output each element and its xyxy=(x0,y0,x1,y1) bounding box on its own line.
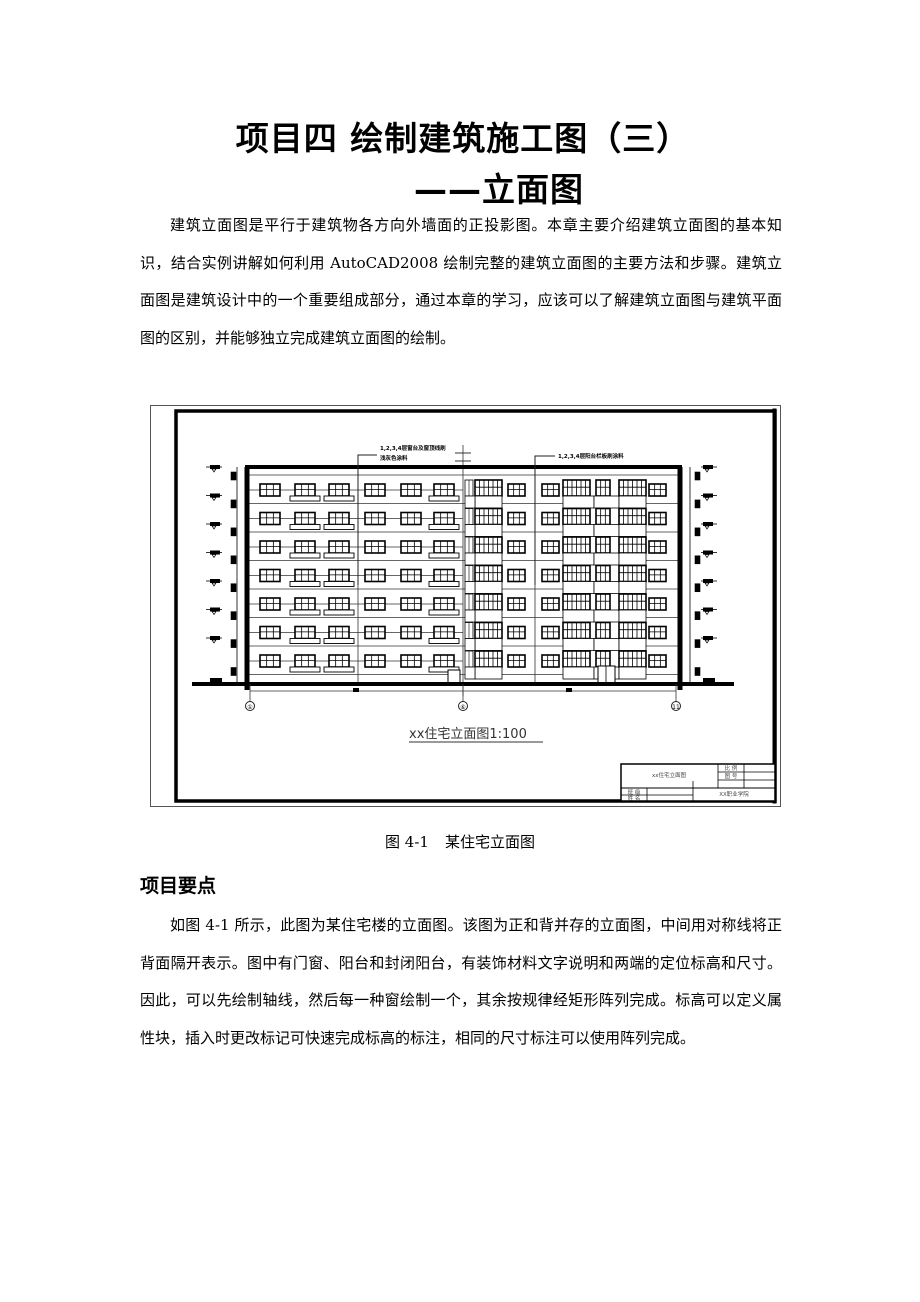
svg-text:图 号: 图 号 xyxy=(725,772,738,780)
intro-paragraph: 建筑立面图是平行于建筑物各方向外墙面的正投影图。本章主要介绍建筑立面图的基本知识… xyxy=(140,207,782,357)
svg-text:1,2,3,4层阳台栏板刷涂料: 1,2,3,4层阳台栏板刷涂料 xyxy=(558,452,624,460)
svg-text:班 级: 班 级 xyxy=(628,788,641,796)
figure-caption-text: 某住宅立面图 xyxy=(444,833,535,851)
svg-text:①: ① xyxy=(247,704,252,711)
figure-caption: 图 4-1 某住宅立面图 xyxy=(0,831,920,852)
title-block: xx住宅立面图 比 例 图 号 班 级 姓 名 XX职业学院 xyxy=(620,763,776,802)
page-title: 项目四 绘制建筑施工图（三） xyxy=(235,119,691,158)
svg-text:姓 名: 姓 名 xyxy=(628,794,641,802)
annotation-left: 1,2,3,4层窗台及窗顶线刷 浅灰色涂料 xyxy=(357,444,446,585)
section-heading: 项目要点 xyxy=(140,875,217,897)
body-paragraph: 如图 4-1 所示，此图为某住宅楼的立面图。该图为正和背并存的立面图，中间用对称… xyxy=(140,907,782,1057)
svg-text:1,2,3,4层窗台及窗顶线刷: 1,2,3,4层窗台及窗顶线刷 xyxy=(380,444,446,452)
elevation-drawing: 1,2,3,4层窗台及窗顶线刷 浅灰色涂料 1,2,3,4层阳台栏板刷涂料 xx… xyxy=(150,405,781,807)
svg-text:比 例: 比 例 xyxy=(725,764,738,772)
svg-text:⑥: ⑥ xyxy=(460,704,465,711)
axis-markers: ① ⑥ 11 xyxy=(245,701,681,711)
intro-paragraph-text: 建筑立面图是平行于建筑物各方向外墙面的正投影图。本章主要介绍建筑立面图的基本知识… xyxy=(140,216,782,347)
svg-text:xx住宅立面图: xx住宅立面图 xyxy=(652,771,687,779)
elevation-drawing-figure: 1,2,3,4层窗台及窗顶线刷 浅灰色涂料 1,2,3,4层阳台栏板刷涂料 xx… xyxy=(150,405,781,807)
annotation-right: 1,2,3,4层阳台栏板刷涂料 xyxy=(534,452,624,585)
page-subtitle: ——立面图 xyxy=(414,170,584,209)
drawing-title: xx住宅立面图1:100 xyxy=(409,727,527,742)
body-paragraph-text: 如图 4-1 所示，此图为某住宅楼的立面图。该图为正和背并存的立面图，中间用对称… xyxy=(140,916,782,1047)
svg-text:浅灰色涂料: 浅灰色涂料 xyxy=(380,454,408,462)
figure-caption-number: 图 4-1 xyxy=(385,833,429,851)
building-elevation xyxy=(192,445,734,706)
svg-text:XX职业学院: XX职业学院 xyxy=(719,790,749,798)
svg-text:11: 11 xyxy=(672,704,680,711)
